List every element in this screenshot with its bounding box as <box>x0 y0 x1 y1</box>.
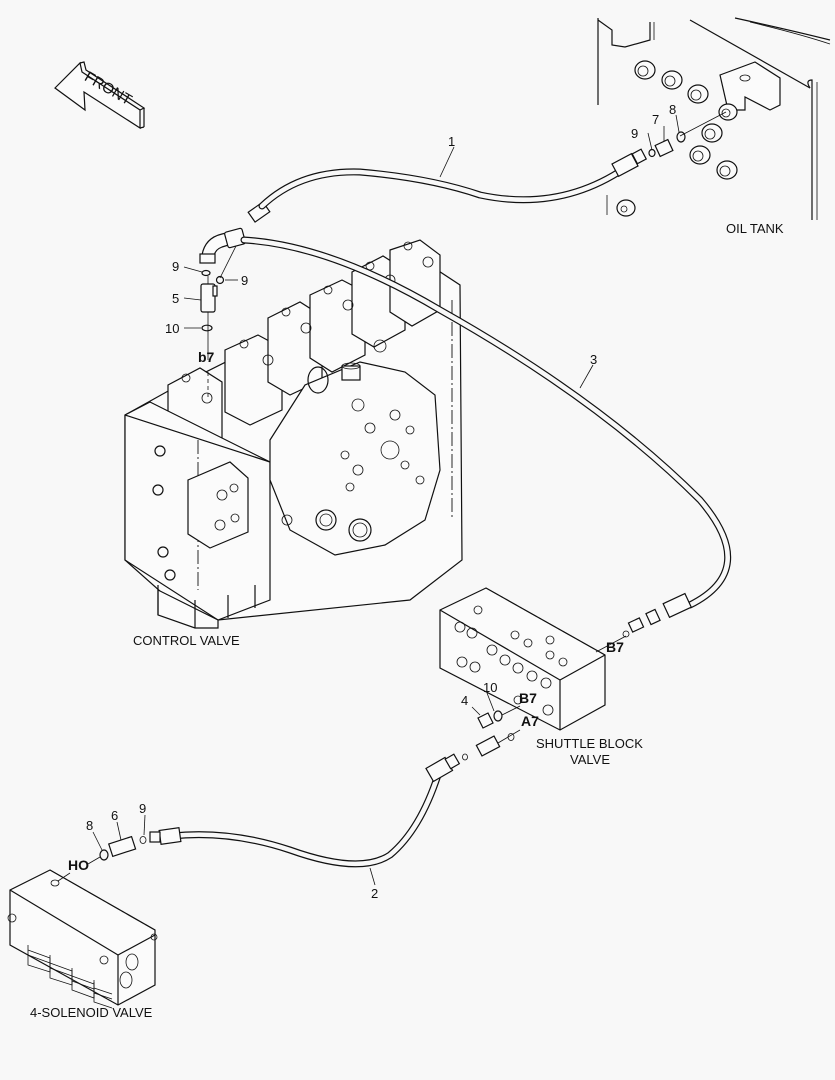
port-a7-shuttle: A7 <box>521 713 539 729</box>
connector-7 <box>654 138 674 158</box>
o-ring-8 <box>676 131 686 143</box>
o-ring-9-right <box>215 275 225 285</box>
shuttle-fittings <box>462 692 521 761</box>
o-ring-10-shuttle <box>493 710 503 722</box>
port-b7-control-valve: b7 <box>198 349 215 365</box>
control-valve-fittings <box>183 201 271 400</box>
plug-4 <box>477 712 494 729</box>
control-valve-label: CONTROL VALVE <box>133 633 240 648</box>
spool-caps <box>167 239 441 461</box>
hose-3 <box>240 236 732 638</box>
solenoid-fittings <box>87 814 147 865</box>
callout-sb-4: 4 <box>461 693 468 708</box>
shuttle-block-valve <box>439 587 627 731</box>
hose-2 <box>149 753 461 886</box>
hose-1-callout: 1 <box>448 134 455 149</box>
callout-cv-9-right: 9 <box>241 273 248 288</box>
callout-sb-10: 10 <box>483 680 497 695</box>
shuttle-block-label-line2: VALVE <box>570 752 610 767</box>
callout-sol-8: 8 <box>86 818 93 833</box>
o-ring-9-left <box>201 269 211 277</box>
o-ring-10 <box>201 324 213 332</box>
connector-5 <box>200 283 216 313</box>
o-ring-8-solenoid <box>99 849 109 861</box>
callout-cv-5: 5 <box>172 291 179 306</box>
callout-sol-9: 9 <box>139 801 146 816</box>
o-ring-9 <box>648 148 656 158</box>
oil-tank <box>597 17 831 220</box>
callout-tank-9: 9 <box>631 126 638 141</box>
hose-1 <box>258 146 648 210</box>
connector-shuttle-a7 <box>475 735 501 757</box>
control-valve <box>124 239 463 629</box>
solenoid-coils <box>27 945 113 1009</box>
port-b7-shuttle-right: B7 <box>606 639 624 655</box>
port-b7-shuttle-front: B7 <box>519 690 537 706</box>
callout-cv-9-left: 9 <box>172 259 179 274</box>
callout-cv-10: 10 <box>165 321 179 336</box>
hose-3-callout: 3 <box>590 352 597 367</box>
tank-port-bosses <box>616 60 738 217</box>
connector-6 <box>107 835 137 858</box>
callout-tank-8: 8 <box>669 102 676 117</box>
front-arrow-icon: FRONT <box>54 61 146 130</box>
oil-tank-label: OIL TANK <box>726 221 784 236</box>
solenoid-valve <box>7 869 158 1009</box>
shuttle-block-label-line1: SHUTTLE BLOCK <box>536 736 643 751</box>
solenoid-valve-label: 4-SOLENOID VALVE <box>30 1005 153 1020</box>
o-ring-9-solenoid <box>139 836 147 844</box>
port-ho-solenoid: HO <box>68 857 89 873</box>
callout-sol-6: 6 <box>111 808 118 823</box>
callout-tank-7: 7 <box>652 112 659 127</box>
hose-2-callout: 2 <box>371 886 378 901</box>
